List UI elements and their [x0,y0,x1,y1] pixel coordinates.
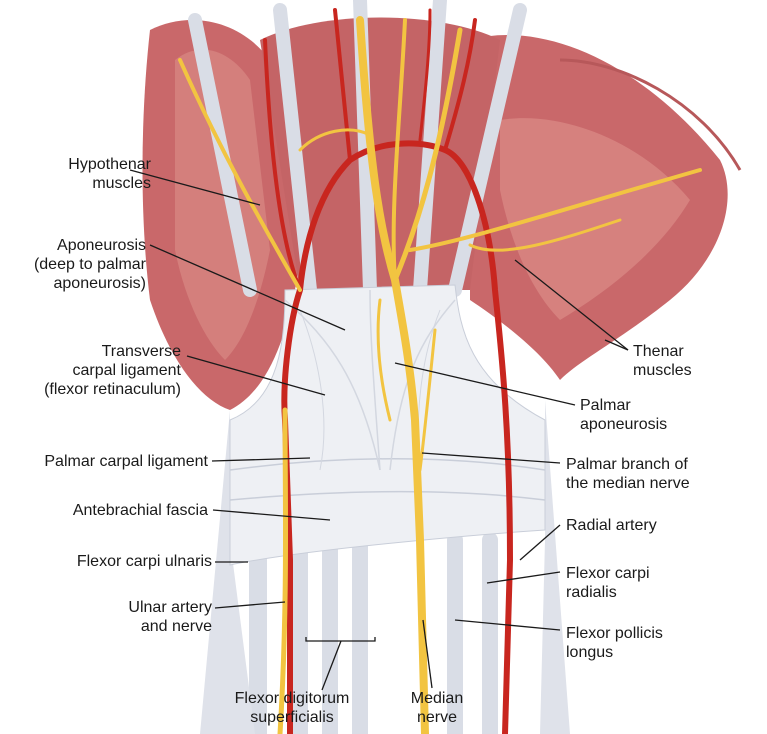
label-palmar-carpal-ligament: Palmar carpal ligament [44,453,208,470]
label-flexor-digitorum-superficialis: Flexor digitorum superficialis [234,690,350,726]
label-palmar-aponeurosis: Palmar aponeurosis [580,397,668,433]
label-radial-artery: Radial artery [566,517,657,534]
leader-lines [129,169,629,691]
label-flexor-pollicis-longus: Flexor pollicis longus [566,625,663,661]
label-aponeurosis: Aponeurosis (deep to palmar aponeurosis) [33,237,146,292]
label-palmar-branch-median-nerve: Palmar branch of the median nerve [566,456,690,492]
label-transverse-carpal-ligament: Transverse carpal ligament (flexor retin… [44,343,181,398]
fascia-drawing [229,284,546,566]
label-thenar-muscles: Thenar muscles [633,343,692,379]
label-flexor-carpi-ulnaris: Flexor carpi ulnaris [76,553,212,570]
thenar-muscles-drawing [470,35,742,380]
label-ulnar-artery-and-nerve: Ulnar artery and nerve [128,599,212,635]
label-median-nerve: Median nerve [410,690,464,726]
arteries-drawing [263,8,514,734]
label-flexor-carpi-radialis: Flexor carpi radialis [566,565,650,601]
nerves-drawing [178,16,702,734]
label-antebrachial-fascia: Antebrachial fascia [72,502,208,519]
label-hypothenar-muscles: Hypothenar muscles [68,156,151,192]
